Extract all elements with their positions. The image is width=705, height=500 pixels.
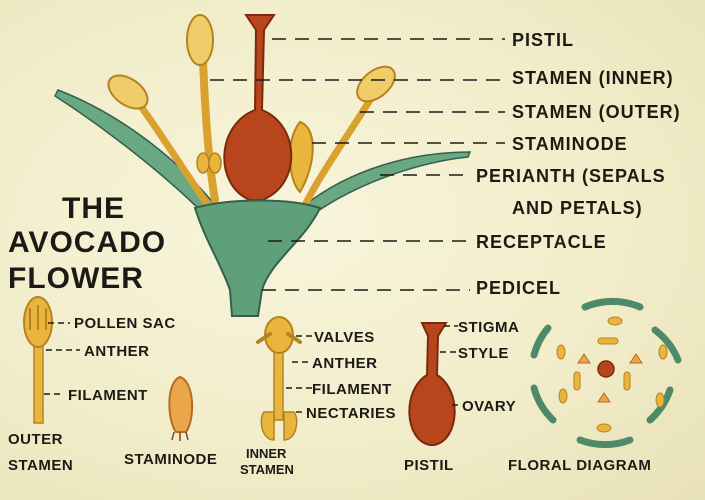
outer-stamen-left	[107, 74, 212, 209]
inner-stamen-detail	[256, 316, 312, 441]
pistil-detail	[408, 322, 462, 446]
receptacle	[193, 199, 322, 317]
inner-stamen-main	[186, 14, 222, 204]
caption-inner-2: STAMEN	[240, 462, 294, 477]
title-line-2: AVOCADO	[8, 226, 166, 259]
main-flower	[54, 14, 472, 317]
label-ovary: OVARY	[462, 398, 516, 415]
caption-outer-1: OUTER	[8, 431, 63, 448]
label-filament-outer: FILAMENT	[68, 387, 148, 404]
title-line-1: THE	[62, 192, 125, 225]
staminode-detail	[168, 375, 194, 441]
label-style: STYLE	[458, 345, 509, 362]
label-filament-inner: FILAMENT	[312, 381, 392, 398]
label-nectaries: NECTARIES	[306, 405, 396, 422]
label-pollen-sac: POLLEN SAC	[74, 315, 176, 332]
caption-inner-1: INNER	[246, 446, 287, 461]
caption-pistil: PISTIL	[404, 457, 454, 474]
caption-floral-diagram: FLORAL DIAGRAM	[508, 457, 651, 474]
pistil-main	[223, 14, 293, 201]
floral-diagram	[530, 297, 682, 449]
label-perianth-2: AND PETALS)	[512, 198, 643, 218]
caption-staminode: STAMINODE	[124, 451, 217, 468]
label-perianth-1: PERIANTH (SEPALS	[476, 166, 666, 186]
label-pistil: PISTIL	[512, 30, 574, 50]
main-leader-lines	[210, 38, 505, 291]
staminode-main	[288, 120, 314, 194]
label-receptacle: RECEPTACLE	[476, 232, 607, 252]
label-anther-outer: ANTHER	[84, 343, 150, 360]
title-line-3: FLOWER	[8, 262, 144, 295]
outer-stamen-right	[301, 65, 396, 209]
label-stamen-outer: STAMEN (OUTER)	[512, 102, 681, 122]
caption-outer-2: STAMEN	[8, 457, 73, 474]
label-stigma: STIGMA	[458, 319, 519, 336]
outer-stamen-detail	[23, 296, 80, 424]
label-stamen-inner: STAMEN (INNER)	[512, 68, 674, 88]
label-pedicel: PEDICEL	[476, 278, 561, 298]
label-valves: VALVES	[314, 329, 375, 346]
label-staminode: STAMINODE	[512, 134, 628, 154]
label-anther-inner: ANTHER	[312, 355, 378, 372]
